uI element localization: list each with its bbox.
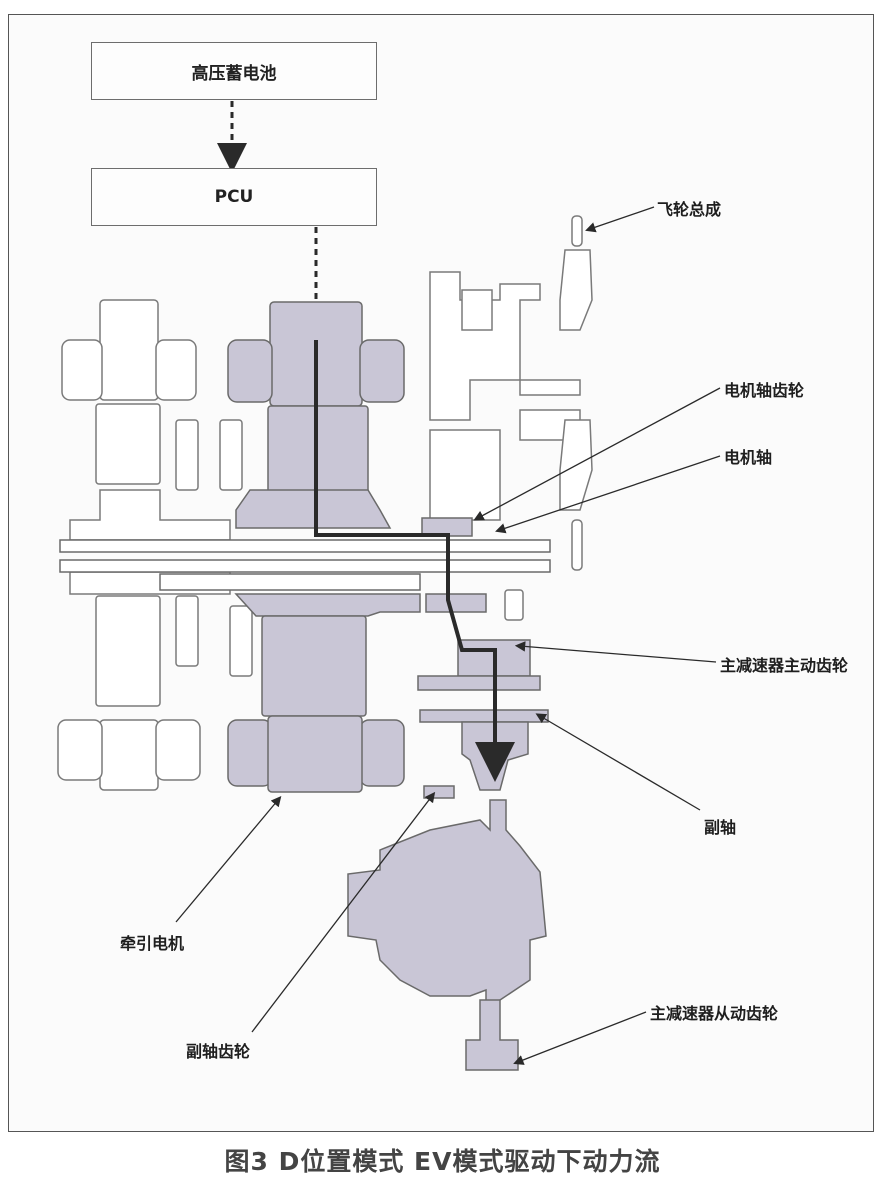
countershaft-label: 副轴: [704, 818, 737, 837]
traction-motor-label: 牵引电机: [120, 934, 185, 953]
leader-lines: [175, 206, 721, 1065]
pcu-label: PCU: [214, 187, 254, 207]
figure-caption: 图3 D位置模式 EV模式驱动下动力流: [224, 1147, 661, 1176]
power-flow-line: [314, 340, 515, 782]
motor-shaft-label: 电机轴: [724, 448, 773, 467]
main-shaft: [59, 539, 551, 591]
differential: [347, 799, 547, 1071]
final-driven-gear-label: 主减速器从动齿轮: [650, 1004, 779, 1023]
motor-shaft-gear-label: 电机轴齿轮: [724, 381, 805, 400]
flywheel-label: 飞轮总成: [657, 200, 722, 219]
battery-box: 高压蓄电池: [91, 42, 377, 100]
final-drive-gear-label: 主减速器主动齿轮: [720, 656, 849, 675]
countershaft-gear-label: 副轴齿轮: [186, 1042, 251, 1061]
battery-label: 高压蓄电池: [191, 63, 277, 84]
pcu-box: PCU: [91, 168, 377, 226]
engine-outline: [57, 299, 253, 791]
